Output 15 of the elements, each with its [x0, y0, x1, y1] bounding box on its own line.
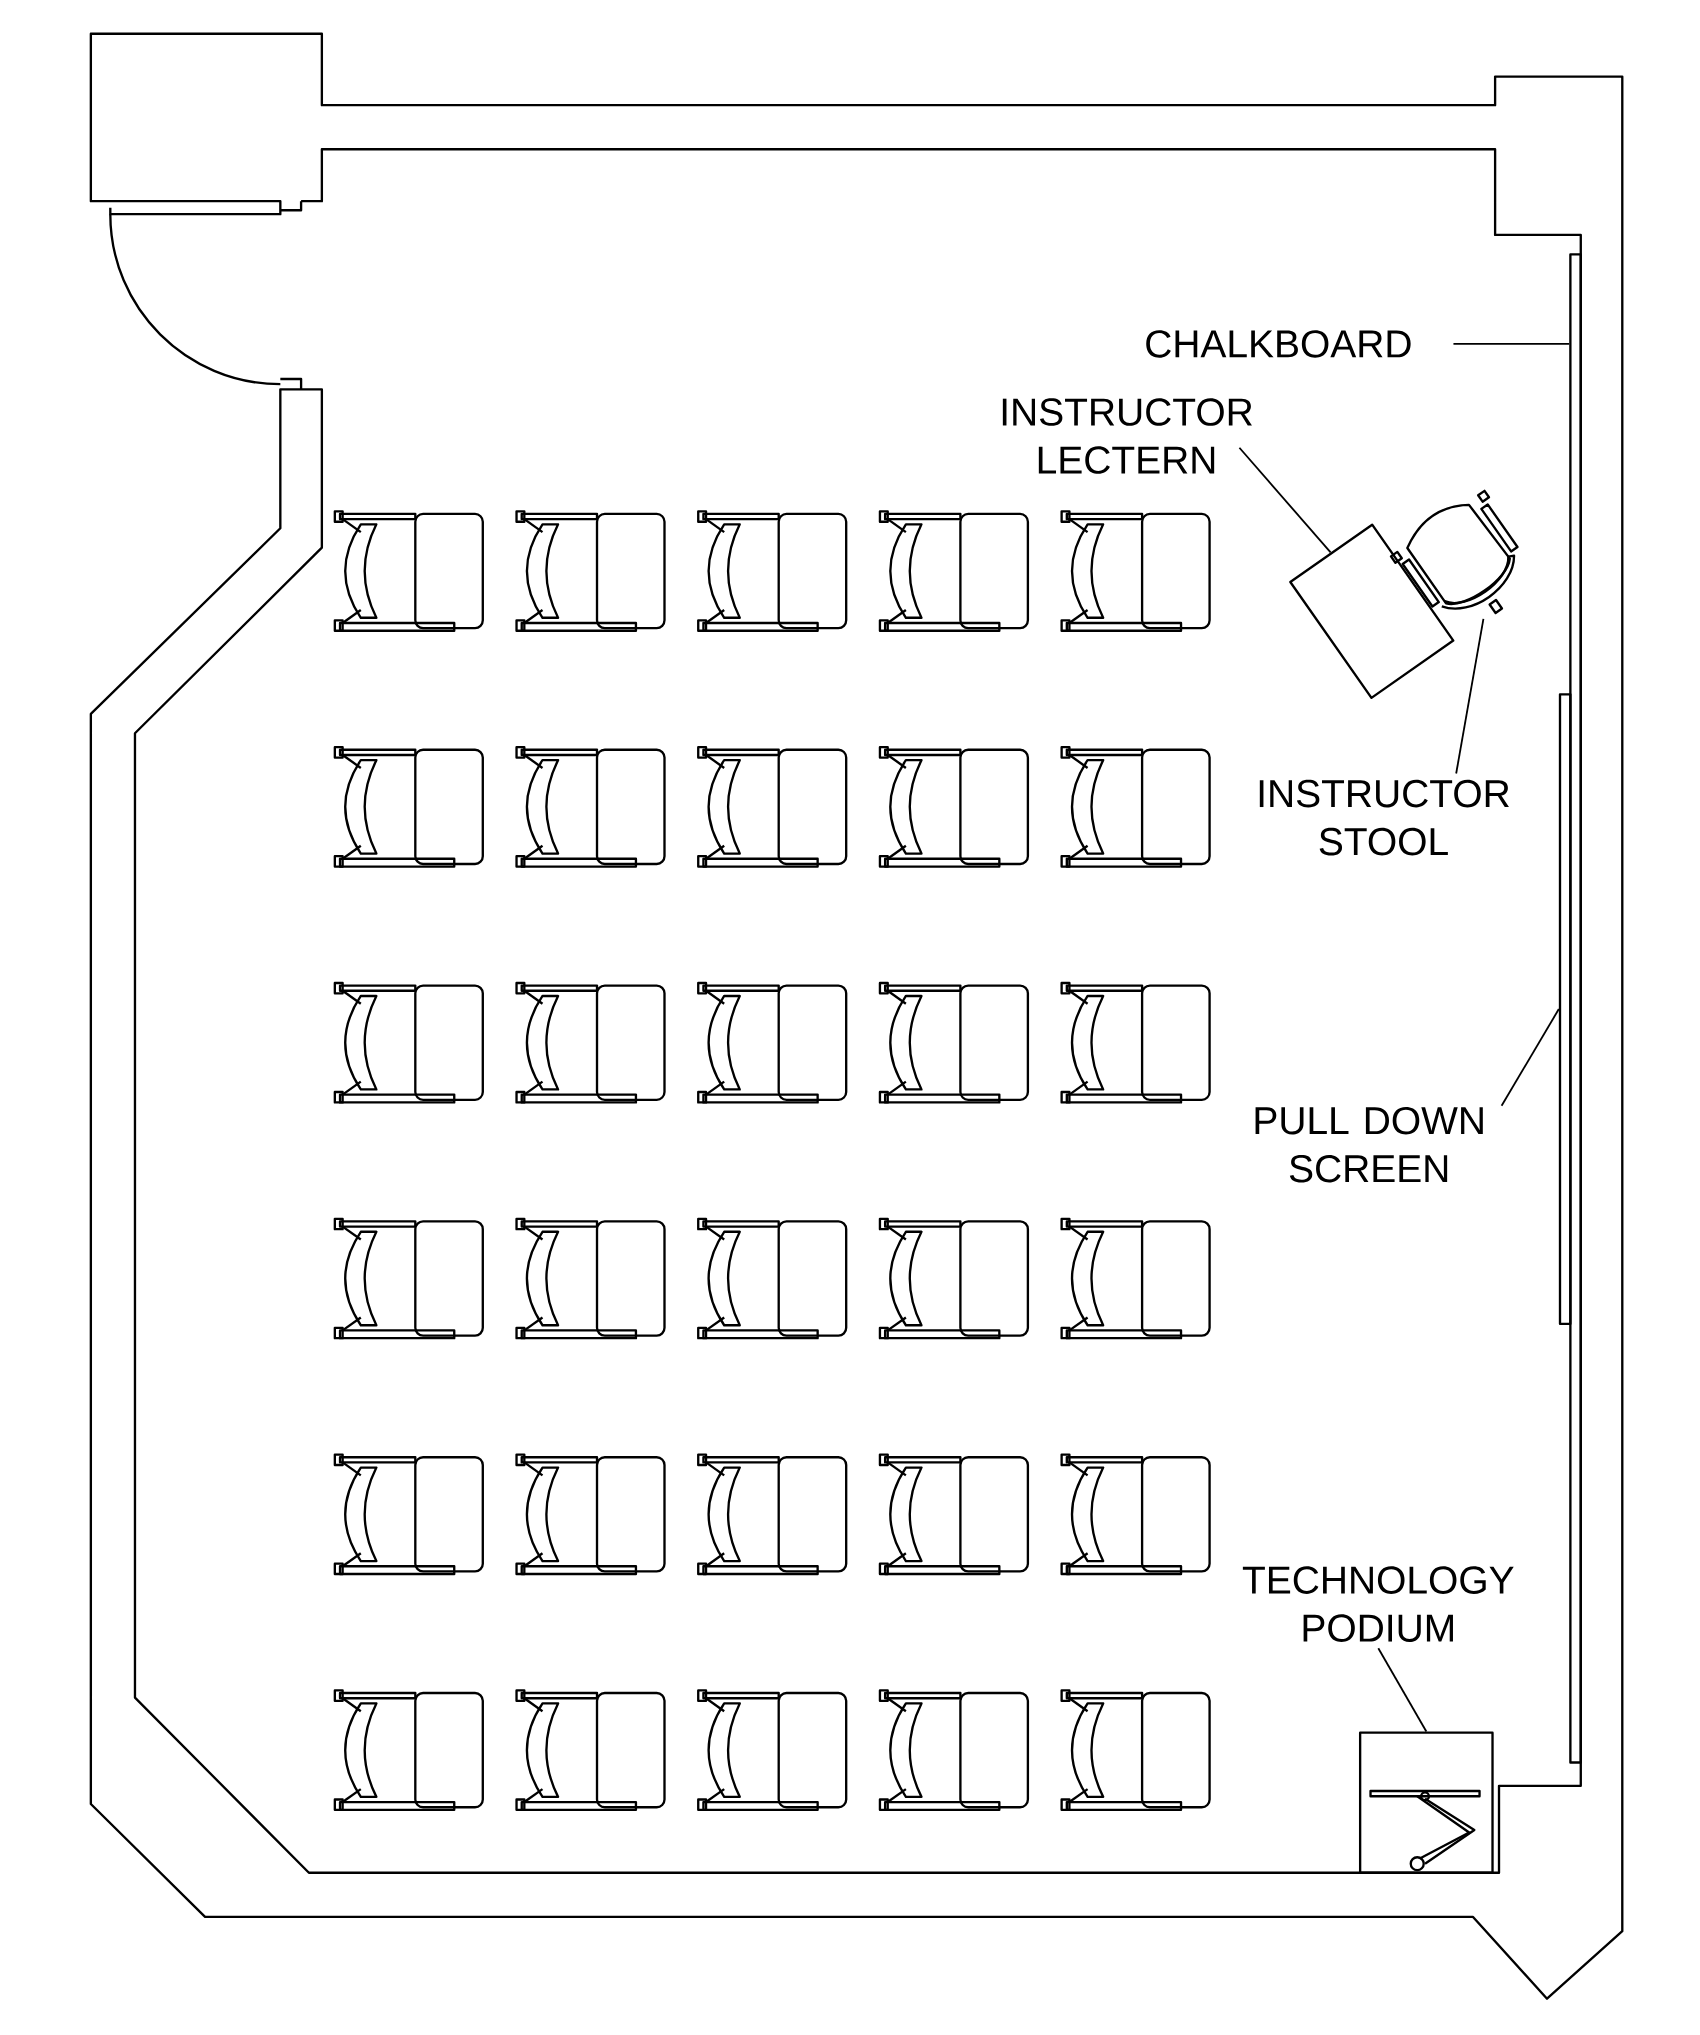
- callout-label: CHALKBOARD: [1146, 330, 1411, 358]
- callout-label: INSTRUCTOR STOOL: [1259, 779, 1509, 856]
- podium-drawing: [1358, 1731, 1494, 1874]
- callout-label: TECHNOLOGY PODIUM: [1242, 1566, 1514, 1642]
- stool-drawing: [1389, 489, 1519, 615]
- pull-down-screen: [1558, 693, 1572, 1325]
- leader-line: [1452, 343, 1571, 345]
- leader-line: [1377, 1647, 1428, 1733]
- leader-line: [1238, 446, 1332, 554]
- lectern: [1289, 523, 1455, 700]
- leader-line: [1500, 1008, 1560, 1107]
- callout-label: INSTRUCTOR LECTERN: [1002, 398, 1252, 474]
- chalkboard: [1569, 253, 1582, 1764]
- callout-label: PULL DOWN SCREEN: [1255, 1106, 1483, 1183]
- leader-line: [1455, 618, 1485, 775]
